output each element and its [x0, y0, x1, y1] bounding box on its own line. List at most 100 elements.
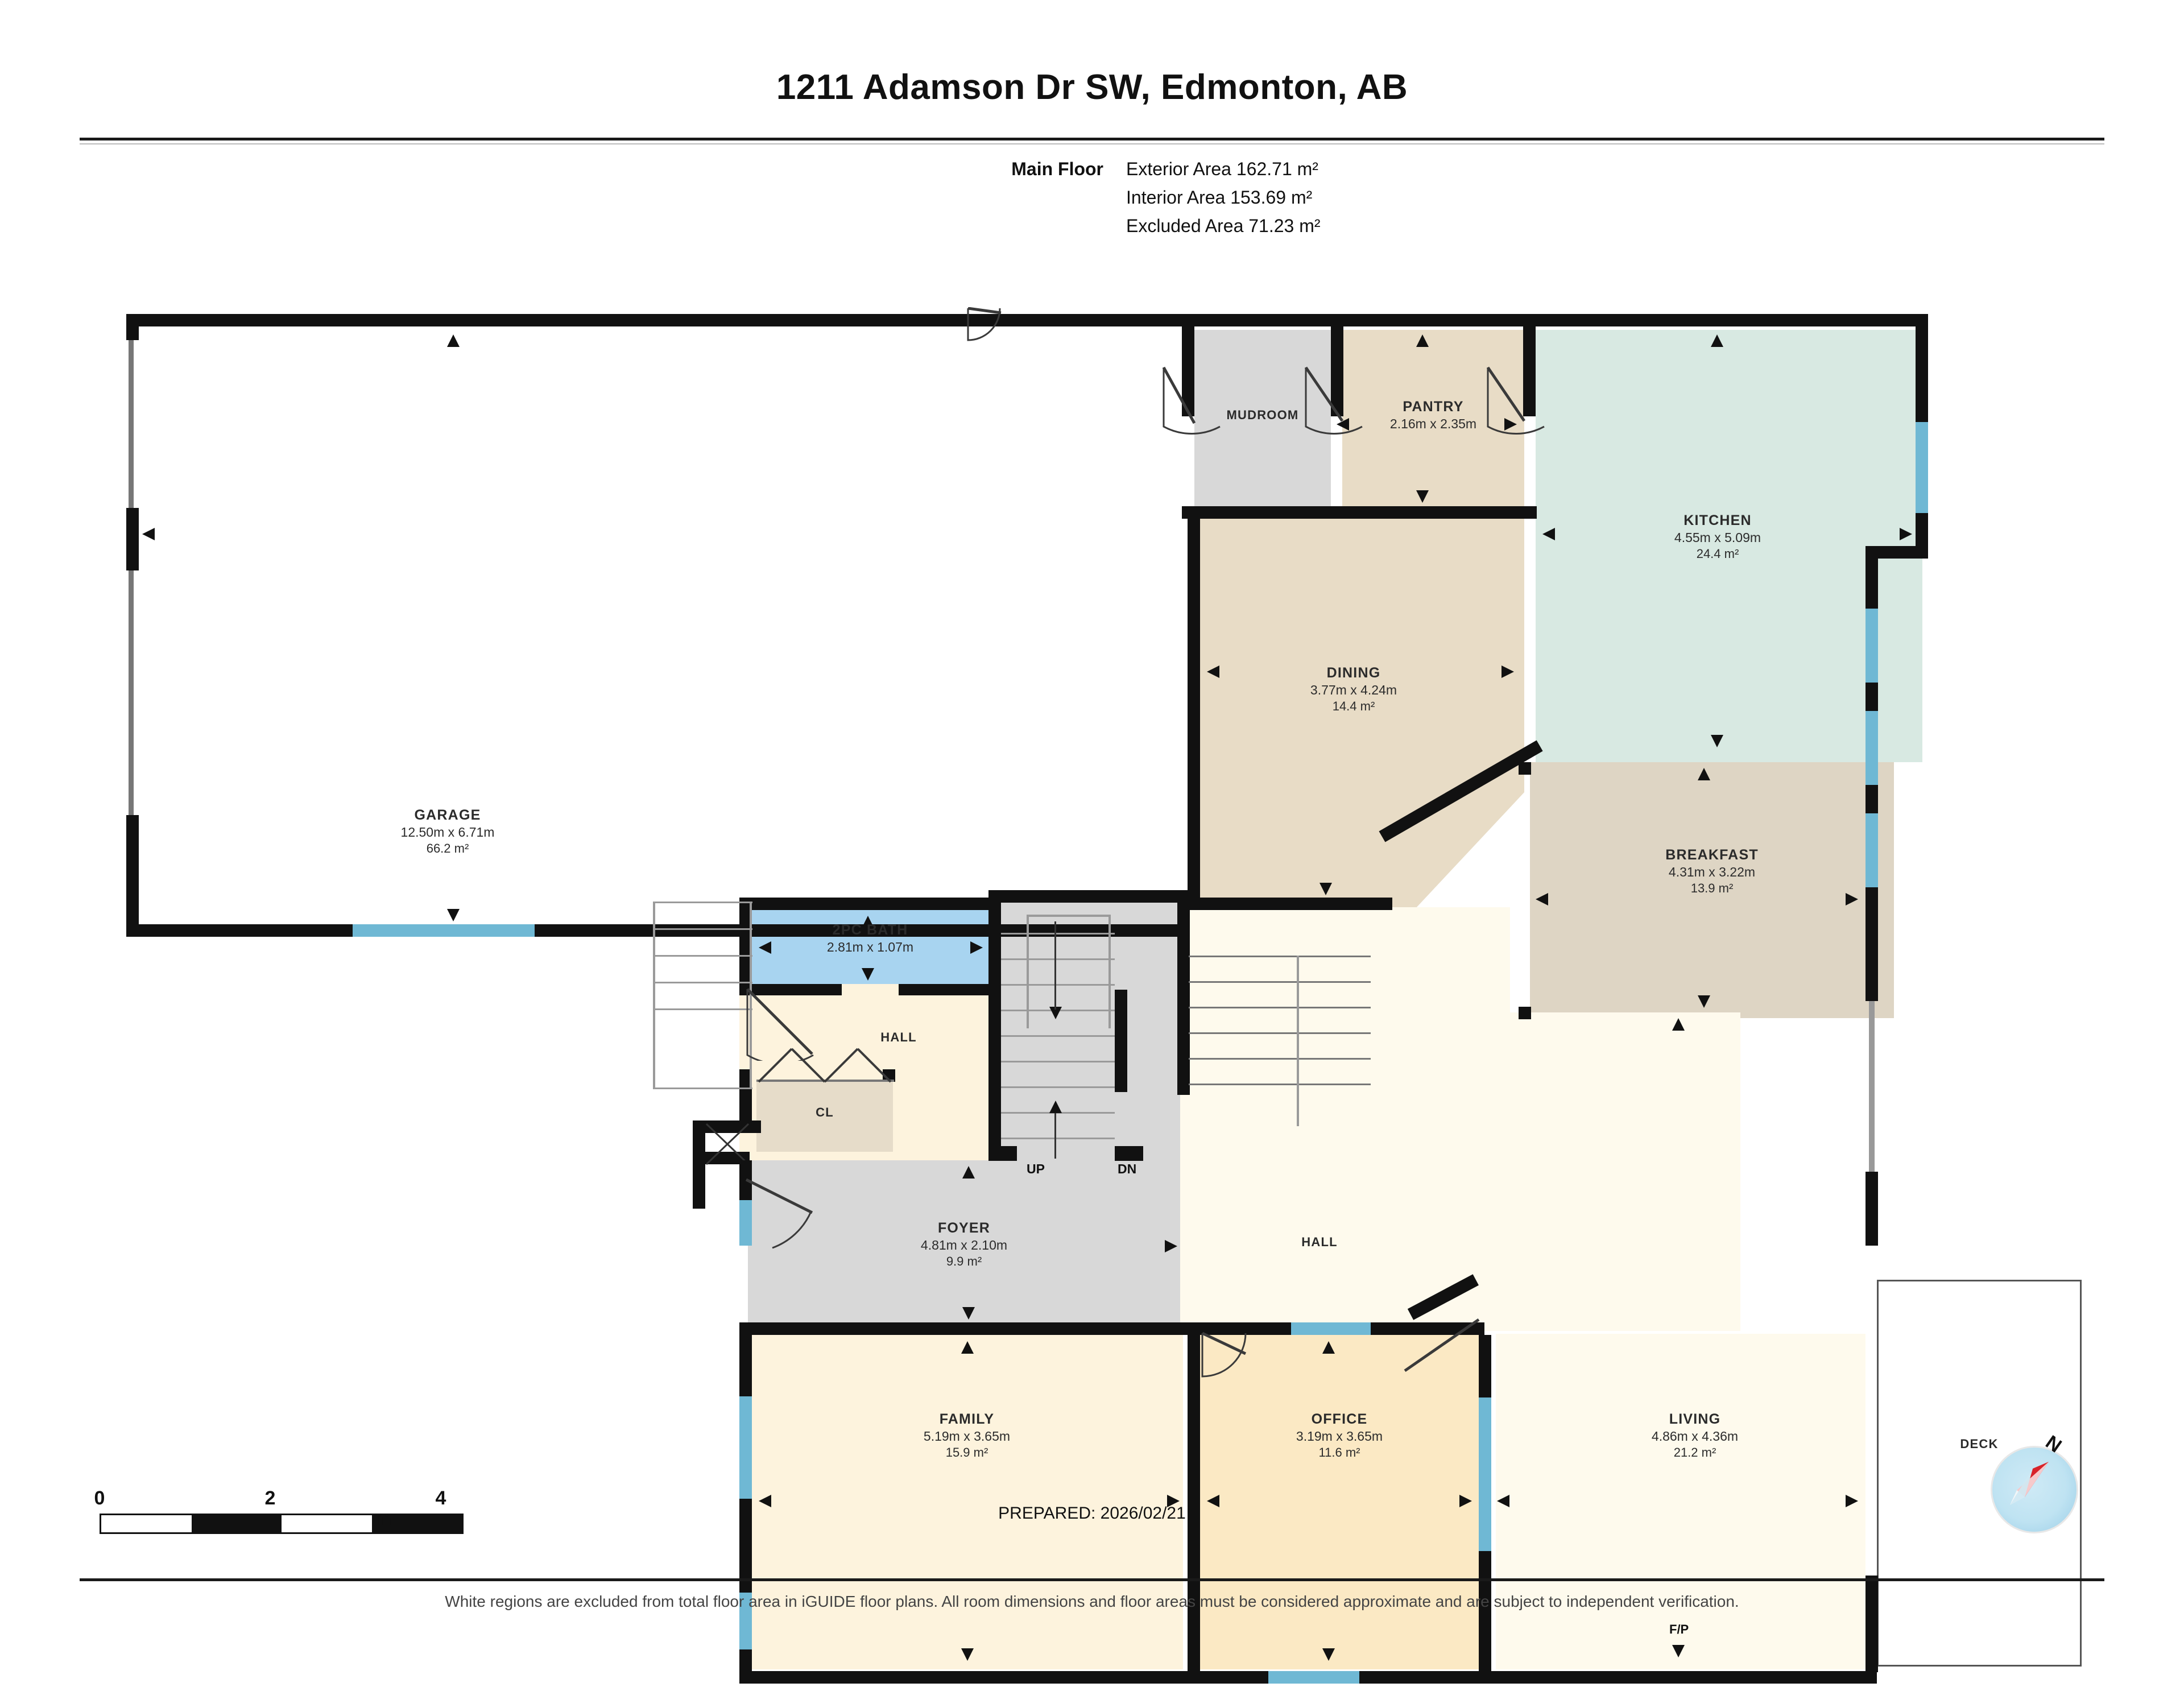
label-fireplace: F/P — [1669, 1622, 1689, 1636]
dim-arrow-kitchen-right — [1900, 528, 1912, 540]
floor-plan-drawing: GARAGE 12.50m x 6.71m 66.2 m² MUDROOM PA… — [0, 273, 2184, 1684]
wall-bath-bottom-left — [739, 984, 842, 995]
dim-arrow-pantry-left — [1337, 418, 1349, 431]
wall-stair-right — [1177, 890, 1190, 1095]
dim-arrow-garage-left — [142, 528, 155, 540]
dim-arrow-foyer-right — [1165, 1240, 1177, 1252]
label-2pc-bath: 2PC BATH 2.81m x 1.07m — [826, 922, 914, 955]
window-garage-bottom — [353, 924, 535, 937]
door-foyer-entry-icon — [745, 1178, 813, 1249]
dim-arrow-office-top — [1322, 1341, 1335, 1354]
garage-step — [653, 1088, 752, 1089]
room-hall-middle-2 — [1507, 1012, 1740, 1331]
stair-tread — [1001, 984, 1115, 986]
wall-hall-bottom — [693, 1152, 750, 1164]
dim-arrow-family-top — [961, 1341, 974, 1354]
stair-tread — [1189, 1032, 1371, 1034]
wall-garage-left-top — [126, 314, 139, 340]
wall-east-4 — [1866, 887, 1878, 1001]
door-living-icon — [1404, 1318, 1480, 1372]
wall-pantry-bottom — [1182, 506, 1537, 519]
dim-arrow-bath-left — [759, 941, 771, 954]
window-south-office — [1268, 1671, 1359, 1684]
dim-arrow-living-left — [1497, 1495, 1509, 1507]
wall-kitchen-bottom-right — [1866, 546, 1928, 559]
wall-south-2 — [1217, 1671, 1268, 1684]
label-hall-middle: HALL — [1301, 1235, 1338, 1249]
dim-arrow-hall-mid — [1672, 1018, 1685, 1031]
footer-divider — [80, 1578, 2104, 1581]
wall-garage-top — [126, 314, 1190, 326]
wall-office-living-div-top — [1479, 1335, 1491, 1397]
stair-tread — [1189, 956, 1371, 957]
scale-unit: m — [375, 1508, 392, 1530]
room-kitchen — [1536, 330, 1922, 762]
utility-x-icon — [705, 1123, 750, 1165]
scale-segment — [101, 1515, 192, 1532]
door-office-icon — [1201, 1332, 1247, 1378]
wall-dining-bottom — [1188, 898, 1392, 910]
window-east-1 — [1866, 609, 1878, 683]
stair-down-shaft — [1054, 921, 1056, 1010]
dim-arrow-living-right — [1846, 1495, 1858, 1507]
wall-pantry-right — [1523, 314, 1536, 416]
wall-family-office-div — [1188, 1335, 1200, 1672]
window-office-right — [1479, 1397, 1491, 1551]
stair-tread — [1001, 1138, 1115, 1139]
wall-breakfast-bottom — [1519, 1007, 1531, 1019]
wall-family-top — [739, 1322, 1194, 1335]
label-living: LIVING 4.86m x 4.36m 21.2 m² — [1651, 1411, 1739, 1459]
door-mudroom-exterior-icon — [967, 307, 1002, 341]
dim-arrow-bath-top — [862, 916, 874, 928]
area-row-exterior: Main Floor Exterior Area 162.71 m² — [990, 155, 1502, 183]
window-family-left — [739, 1396, 752, 1499]
stair-tread — [1189, 981, 1371, 983]
dim-arrow-dining-left — [1207, 665, 1219, 678]
stair-rail-l — [1027, 915, 1029, 1028]
label-closet: CL — [816, 1105, 834, 1119]
scale-segment — [282, 1515, 372, 1532]
room-closet — [756, 1081, 893, 1152]
room-mudroom — [1194, 330, 1331, 512]
wall-south — [739, 1671, 1217, 1684]
label-mudroom: MUDROOM — [1226, 408, 1299, 422]
scale-tick-4: 4 — [435, 1487, 446, 1509]
label-pantry: PANTRY 2.16m x 2.35m — [1389, 399, 1477, 432]
compass-ring — [1991, 1446, 2078, 1533]
wall-mudroom-right — [1331, 314, 1343, 416]
dim-arrow-foyer-bottom — [962, 1307, 975, 1320]
dim-arrow-breakfast-top — [1698, 768, 1710, 780]
door-pantry-right-icon — [1486, 366, 1545, 435]
wall-stair-bottom-r — [1115, 1146, 1143, 1161]
exterior-area: Exterior Area 162.71 m² — [1126, 159, 1318, 179]
dim-arrow-family-right — [1167, 1495, 1180, 1507]
room-foyer — [748, 1160, 1180, 1331]
wall-bath-top — [739, 898, 1001, 910]
dim-arrow-pantry-top — [1416, 334, 1429, 347]
door-mudroom-icon — [1162, 366, 1221, 435]
dim-arrow-bath-bottom — [862, 968, 874, 981]
scale-tick-0: 0 — [94, 1487, 105, 1509]
label-family: FAMILY 5.19m x 3.65m 15.9 m² — [923, 1411, 1011, 1459]
header-divider-thin — [80, 143, 2104, 144]
dim-arrow-office-left — [1207, 1495, 1219, 1507]
stair-up-shaft — [1054, 1113, 1056, 1159]
garage-step — [653, 928, 752, 930]
stair-tread — [1001, 1035, 1115, 1037]
stair-tread — [1189, 1058, 1371, 1060]
scale-bar: 0 2 4 — [94, 1487, 464, 1534]
wall-hall-left — [739, 1069, 752, 1126]
stair-rail-top — [1027, 915, 1111, 917]
garage-step — [653, 1008, 752, 1010]
dim-arrow-family-left — [759, 1495, 771, 1507]
label-foyer: FOYER 4.81m x 2.10m 9.9 m² — [920, 1220, 1008, 1268]
dim-arrow-garage-top — [447, 334, 460, 347]
prepared-date: PREPARED: 2026/02/21 — [998, 1504, 1186, 1523]
wall-garage-bottom — [126, 924, 1190, 937]
label-deck: DECK — [1960, 1437, 1999, 1451]
stair-tread — [1001, 933, 1115, 935]
label-kitchen: KITCHEN 4.55m x 5.09m 24.4 m² — [1674, 512, 1761, 561]
floor-label: Main Floor — [1011, 159, 1103, 179]
dim-arrow-pantry-right — [1504, 418, 1517, 431]
